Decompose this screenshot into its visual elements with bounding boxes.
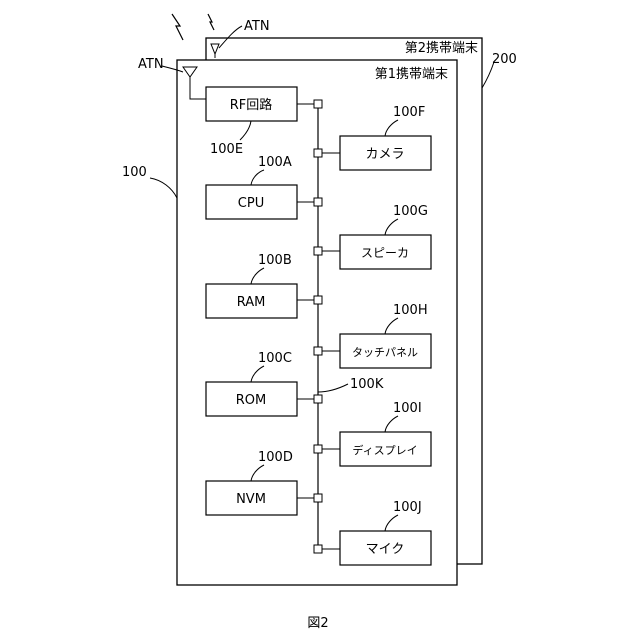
block-ram-ref: 100B [258,253,292,268]
block-display-label: ディスプレイ [352,443,417,457]
block-nvm-terminal [314,494,322,502]
block-rf-label: RF回路 [230,97,273,113]
terminal2-title: 第2携帯端末 [405,40,478,56]
antenna-label-left: ATN [138,57,164,72]
block-ram-terminal [314,296,322,304]
figure-caption: 図2 [307,616,328,631]
block-cpu-label: CPU [238,196,264,211]
block-camera-label: カメラ [365,147,404,162]
signal-icon-1 [172,14,183,40]
block-speaker-terminal [314,247,322,255]
bus-label: 100K [350,377,384,392]
block-rom-terminal [314,395,322,403]
block-touch-panel-terminal [314,347,322,355]
block-camera-ref: 100F [393,105,425,120]
block-speaker-label: スピーカ [361,246,409,260]
terminal1-ref: 100 [122,165,147,180]
block-rom-label: ROM [236,393,266,408]
terminal1-title: 第1携帯端末 [375,66,448,82]
antenna-label-top: ATN [244,19,270,34]
block-display-ref: 100I [393,401,422,416]
block-touch-panel-label: タッチパネル [352,346,418,359]
block-nvm-label: NVM [236,492,266,507]
block-mic-ref: 100J [393,500,422,515]
block-mic-terminal [314,545,322,553]
block-cpu-ref: 100A [258,155,292,170]
block-nvm-ref: 100D [258,450,293,465]
ref-leader-100 [150,178,177,198]
block-rf-terminal [314,100,322,108]
block-ram-label: RAM [237,295,266,310]
terminal2-ref: 200 [492,52,517,67]
block-rom-ref: 100C [258,351,292,366]
block-camera-terminal [314,149,322,157]
block-speaker-ref: 100G [393,204,428,219]
signal-icon-2 [208,14,214,30]
block-cpu-terminal [314,198,322,206]
block-touch-panel-ref: 100H [393,303,428,318]
block-rf-ref: 100E [210,142,243,157]
block-mic-label: マイク [366,542,405,557]
block-display-terminal [314,445,322,453]
